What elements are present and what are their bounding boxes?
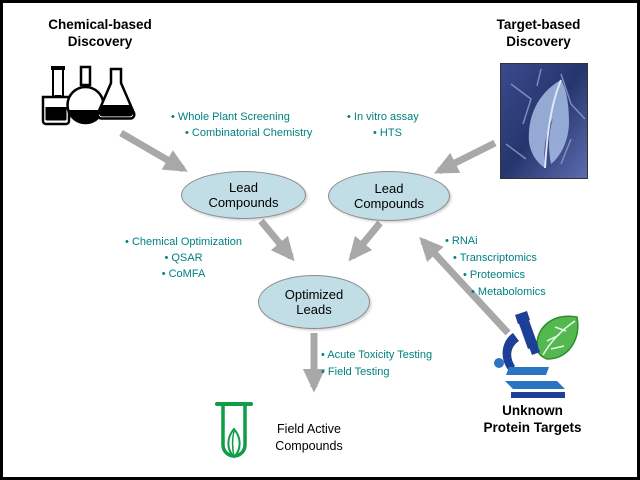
list-item: Acute Toxicity Testing: [321, 347, 471, 364]
list-item: HTS: [373, 125, 477, 141]
target-id-methods-list: RNAi Transcriptomics Proteomics Metabolo…: [445, 233, 580, 301]
arrow-target-to-lead: [433, 139, 497, 175]
list-item: Chemical Optimization: [101, 234, 266, 250]
arrow-leadright-to-optimized: [348, 220, 383, 262]
node-label-line: Leads: [296, 302, 332, 317]
chemical-discovery-title: Chemical-based Discovery: [25, 16, 175, 50]
optimization-methods-list: Chemical Optimization QSAR CoMFA: [101, 234, 266, 282]
list-item: QSAR: [101, 250, 266, 266]
node-label-line: Lead: [229, 180, 258, 195]
node-label-line: Compounds: [353, 196, 425, 211]
label-line: Unknown: [502, 403, 563, 418]
node-label-line: Compounds: [208, 195, 279, 210]
target-methods-list: In vitro assay HTS: [347, 109, 477, 141]
label-line: Field Active: [277, 422, 341, 436]
arrow-chemical-to-lead: [119, 129, 188, 173]
flow-arrows: [119, 129, 511, 393]
arrow-leadleft-to-optimized: [258, 218, 295, 262]
field-active-compounds-label: Field Active Compounds: [255, 421, 363, 455]
list-item: Proteomics: [463, 267, 580, 284]
label-line: Protein Targets: [483, 420, 582, 435]
microscope-with-leaf-icon: [485, 311, 585, 403]
target-discovery-title: Target-based Discovery: [471, 16, 606, 50]
title-line: Target-based: [496, 17, 581, 32]
title-line: Discovery: [67, 34, 133, 49]
title-line: Discovery: [506, 34, 571, 49]
list-item: Transcriptomics: [453, 250, 580, 267]
list-item: RNAi: [445, 233, 580, 250]
list-item: Field Testing: [321, 364, 471, 381]
node-lead-compounds-right: Lead Compounds: [328, 171, 450, 221]
test-tube-with-leaf-icon: [211, 399, 257, 471]
list-item: Whole Plant Screening: [171, 109, 351, 125]
plant-leaf-photo: [500, 63, 588, 179]
testing-methods-list: Acute Toxicity Testing Field Testing: [321, 347, 471, 381]
list-item: Combinatorial Chemistry: [185, 125, 351, 141]
node-label-line: Lead: [374, 181, 404, 196]
node-lead-compounds-left: Lead Compounds: [181, 171, 306, 219]
title-line: Chemical-based: [48, 17, 152, 32]
node-label-line: Optimized: [284, 287, 344, 302]
list-item: In vitro assay: [347, 109, 477, 125]
list-item: CoMFA: [101, 266, 266, 282]
list-item: Metabolomics: [471, 284, 580, 301]
unknown-protein-targets-label: Unknown Protein Targets: [455, 402, 610, 436]
arrow-targets-to-lead: [419, 236, 511, 336]
chemistry-glassware-icon: [39, 61, 139, 143]
label-line: Compounds: [275, 439, 343, 453]
node-optimized-leads: Optimized Leads: [258, 275, 370, 329]
chemical-methods-list: Whole Plant Screening Combinatorial Chem…: [171, 109, 351, 141]
